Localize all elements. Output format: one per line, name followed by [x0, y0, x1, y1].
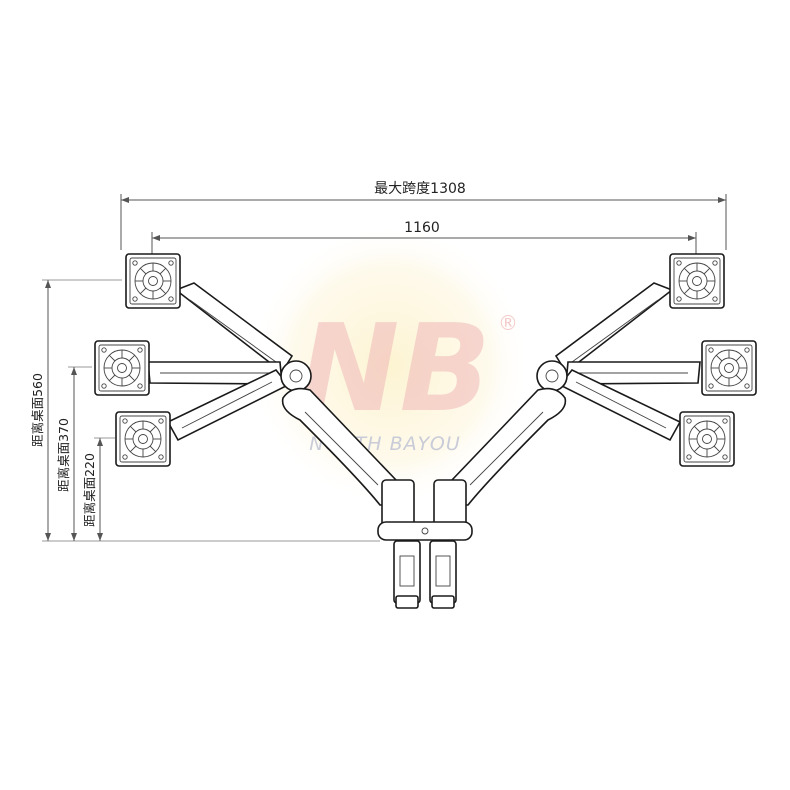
height-dimensions: 距离桌面560 距离桌面370 距离桌面220	[30, 279, 380, 542]
left-vesa-plate-high	[125, 253, 181, 309]
right-elbow-joint	[536, 360, 568, 392]
right-post	[433, 479, 467, 527]
left-elbow-joint	[280, 360, 312, 392]
right-vesa-plate-mid	[701, 340, 757, 396]
registered-mark: ®	[498, 311, 518, 335]
left-arm-assembly	[94, 253, 415, 527]
height-370-label: 距离桌面370	[56, 418, 71, 492]
right-vesa-plate-low	[679, 411, 735, 467]
right-main-arm	[446, 387, 567, 506]
left-forearm-upper	[174, 282, 294, 374]
left-clamp	[393, 540, 421, 604]
left-vesa-plate-mid	[94, 340, 150, 396]
height-560-label: 距离桌面560	[30, 373, 45, 447]
desk-clamp-base	[377, 521, 473, 609]
left-main-arm	[281, 387, 402, 506]
max-span-label: 最大跨度1308	[374, 181, 466, 197]
arm-span-label: 1160	[404, 220, 440, 236]
left-vesa-plate-low	[115, 411, 171, 467]
right-vesa-plate-high	[669, 253, 725, 309]
left-post	[381, 479, 415, 527]
height-220-label: 距离桌面220	[82, 453, 97, 527]
right-arm-assembly	[433, 253, 757, 527]
max-span-dimension: 最大跨度1308	[120, 181, 727, 250]
right-clamp	[429, 540, 457, 604]
right-forearm-upper	[554, 282, 674, 374]
